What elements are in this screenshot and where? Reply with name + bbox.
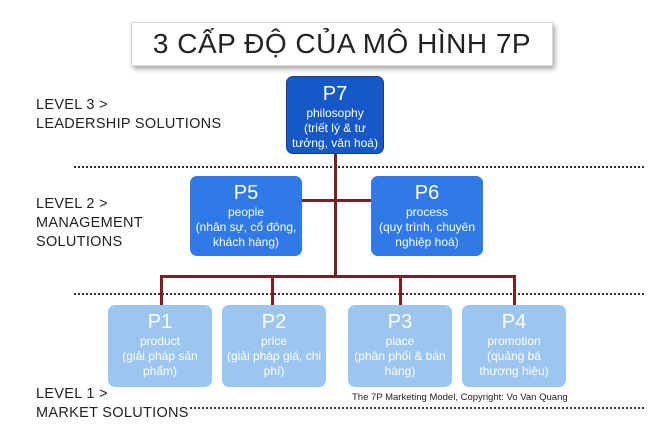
node-p3-name: place xyxy=(385,334,415,348)
connector-p2 xyxy=(271,275,274,305)
node-p6: P6 process (quy trình, chuyên nghiệp hoá… xyxy=(371,176,483,256)
node-p7-name: philosophy xyxy=(306,106,364,120)
connector-trunk xyxy=(334,146,337,276)
level-1-name: MARKET SOLUTIONS xyxy=(36,405,189,421)
connector-p1 xyxy=(160,275,163,305)
node-p4: P4 promotion (quảng bá thương hiệu) xyxy=(462,305,566,387)
connector-level1 xyxy=(160,275,516,278)
node-p3-desc: (phân phối & bán hàng) xyxy=(354,349,446,378)
level-3-number: LEVEL 3 > xyxy=(36,97,108,113)
node-p5-desc: (nhân sự, cổ đông, khách hàng) xyxy=(195,220,297,249)
level-2-label: LEVEL 2 > MANAGEMENT SOLUTIONS xyxy=(36,195,143,252)
node-p2-desc: (giải pháp giá, chi phí) xyxy=(226,349,322,378)
node-p7-desc: (triết lý & tư tưởng, văn hoá) xyxy=(292,121,378,150)
node-p3-code: P3 xyxy=(387,311,413,333)
level-2-number: LEVEL 2 > xyxy=(36,196,108,212)
level-3-name: LEADERSHIP SOLUTIONS xyxy=(36,116,222,132)
diagram-title: 3 CẤP ĐỘ CỦA MÔ HÌNH 7P xyxy=(131,22,553,66)
connector-level2 xyxy=(282,199,372,202)
connector-p4 xyxy=(513,275,516,305)
level-divider-3-2 xyxy=(74,166,644,168)
node-p6-desc: (quy trình, chuyên nghiệp hoá) xyxy=(378,220,476,249)
level-1-label: LEVEL 1 > MARKET SOLUTIONS xyxy=(36,385,189,423)
node-p5-code: P5 xyxy=(233,182,259,204)
node-p7-code: P7 xyxy=(322,83,348,105)
level-divider-bottom xyxy=(190,407,644,409)
node-p3: P3 place (phân phối & bán hàng) xyxy=(348,305,452,387)
node-p4-name: promotion xyxy=(487,334,541,348)
node-p1: P1 product (giải pháp sản phẩm) xyxy=(108,305,212,387)
level-2-name-cont: SOLUTIONS xyxy=(36,234,123,250)
node-p4-desc: (quảng bá thương hiệu) xyxy=(479,349,549,378)
node-p1-code: P1 xyxy=(147,311,173,333)
node-p1-desc: (giải pháp sản phẩm) xyxy=(122,349,198,378)
node-p4-code: P4 xyxy=(501,311,527,333)
connector-p3 xyxy=(399,275,402,305)
level-1-number: LEVEL 1 > xyxy=(36,386,108,402)
node-p6-code: P6 xyxy=(414,182,440,204)
copyright-note: The 7P Marketing Model, Copyright: Vo Va… xyxy=(352,392,568,403)
node-p6-name: process xyxy=(405,205,449,219)
node-p2: P2 price (giải pháp giá, chi phí) xyxy=(222,305,326,387)
node-p2-name: price xyxy=(260,334,287,348)
node-p7: P7 philosophy (triết lý & tư tưởng, văn … xyxy=(286,76,384,154)
level-divider-2-1 xyxy=(74,293,644,295)
node-p1-name: product xyxy=(139,334,181,348)
node-p5-name: people xyxy=(227,205,265,219)
level-3-label: LEVEL 3 > LEADERSHIP SOLUTIONS xyxy=(36,96,221,134)
node-p5: P5 people (nhân sự, cổ đông, khách hàng) xyxy=(190,176,302,256)
level-2-name: MANAGEMENT xyxy=(36,215,143,231)
node-p2-code: P2 xyxy=(261,311,287,333)
